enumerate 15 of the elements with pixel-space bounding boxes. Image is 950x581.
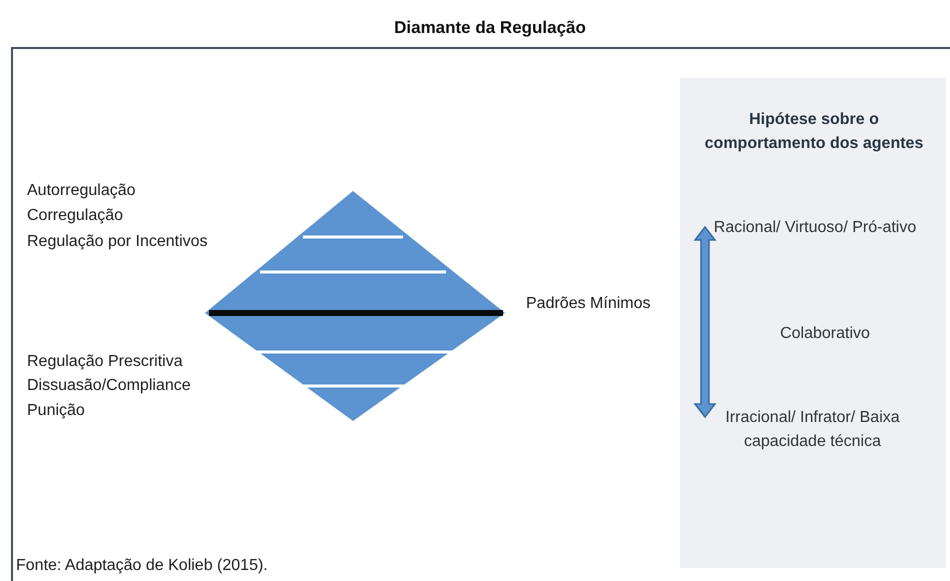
layer-label: Corregulação	[27, 206, 124, 225]
panel-heading: Hipótese sobre o comportamento dos agentes	[704, 110, 924, 154]
panel-text: Racional/ Virtuoso/ Pró-ativo	[712, 218, 918, 238]
layer-label: Regulação Prescritiva	[27, 352, 183, 371]
side-panel	[680, 78, 946, 568]
layer-label: Autorregulação	[27, 181, 136, 200]
panel-text: Irracional/ Infrator/ Baixa capacidade técnica	[724, 408, 901, 452]
layer-label: Regulação por Incentivos	[27, 232, 208, 251]
layer-label: Punição	[27, 401, 85, 420]
layer-label: Dissuasão/Compliance	[27, 376, 191, 395]
panel-text: Colaborativo	[779, 324, 871, 344]
source-caption: Fonte: Adaptação de Kolieb (2015).	[16, 557, 268, 575]
layer-label: Padrões Mínimos	[526, 294, 650, 313]
diagram-title: Diamante da Regulação	[393, 18, 587, 38]
diamond-shape	[205, 191, 505, 421]
